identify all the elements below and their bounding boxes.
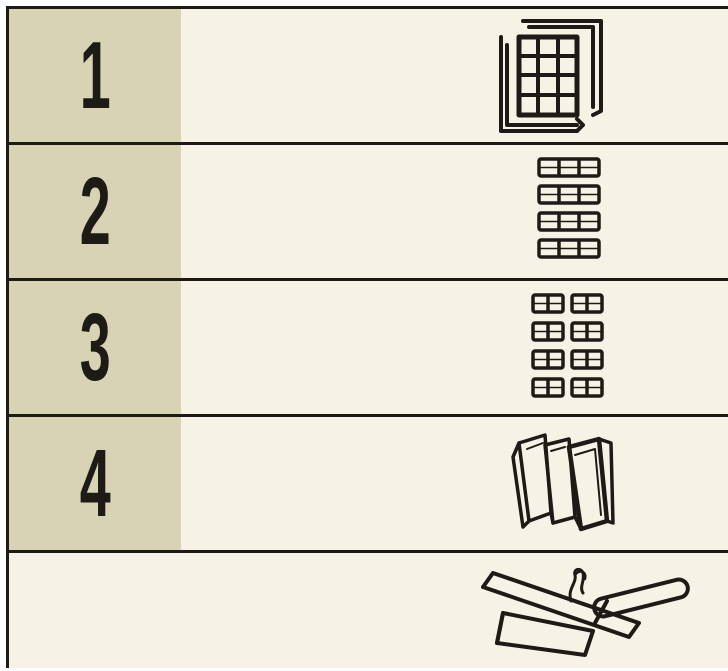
split-tray-grid-icon [530,289,610,401]
step-number-cell-4: 4 [9,417,181,550]
step-row-1: 1 [9,9,728,145]
flat-panel-with-roller-icon [475,561,697,663]
step-row-3: 3 [9,281,728,417]
step-number-1: 1 [80,28,110,124]
step-row-4: 4 [9,417,728,553]
step-number-4: 4 [80,436,110,532]
instruction-table: 1 2 [6,6,728,668]
final-step-row [9,553,728,671]
step-number-2: 2 [80,164,110,260]
step-number-cell-3: 3 [9,281,181,414]
step-number-cell-2: 2 [9,145,181,278]
step-row-2: 2 [9,145,728,281]
compact-tray-grid-icon [536,155,602,261]
step-number-3: 3 [80,300,110,396]
step-number-cell-1: 1 [9,9,181,142]
folded-panels-icon [505,429,617,537]
stacked-grid-trays-icon [493,15,607,137]
